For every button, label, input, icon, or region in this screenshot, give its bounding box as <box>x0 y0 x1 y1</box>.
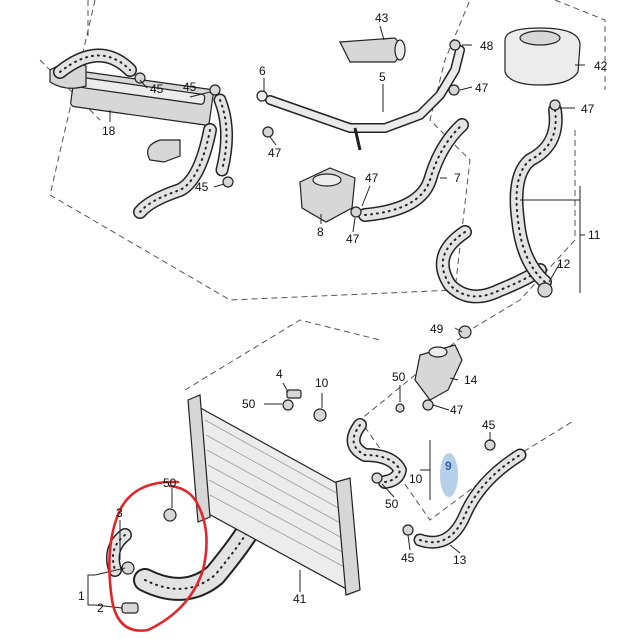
label-3: 3 <box>116 506 123 520</box>
hose-13 <box>413 448 527 549</box>
label-8: 8 <box>317 225 324 239</box>
hose-3-small <box>106 528 132 577</box>
label-11: 11 <box>588 228 601 242</box>
label-12: 12 <box>557 257 571 271</box>
hose-11 <box>509 103 563 289</box>
upper-group-frame <box>49 0 471 301</box>
coolant-pump-8 <box>299 167 356 223</box>
radiator-tank-right <box>335 477 361 596</box>
label-50-d: 50 <box>392 370 406 384</box>
hose-11-left <box>435 225 547 304</box>
clamp-2 <box>121 602 139 614</box>
label-14: 14 <box>464 373 478 387</box>
fitting-4 <box>286 389 302 399</box>
egr-cooler-outlet <box>147 139 181 163</box>
fitting-3 <box>121 561 135 575</box>
label-47-f: 47 <box>346 232 360 246</box>
hoses <box>53 48 563 601</box>
hose-18-top <box>53 48 137 79</box>
clamp-47-b <box>448 84 460 96</box>
label-45-a: 45 <box>183 80 197 94</box>
label-43: 43 <box>375 11 389 25</box>
clamp-49 <box>458 325 472 339</box>
label-50-c: 50 <box>385 497 399 511</box>
top-right-frame <box>554 0 606 90</box>
label-10-b: 10 <box>409 472 423 486</box>
clamp-47-c <box>549 99 561 111</box>
label-10-a: 10 <box>315 376 329 390</box>
label-5: 5 <box>379 70 386 84</box>
connector-43 <box>339 37 406 63</box>
expansion-tank <box>504 27 581 86</box>
hose-18-right <box>213 93 234 177</box>
part-labels: 43 48 42 47 47 5 6 45 45 47 45 18 8 47 4… <box>78 11 608 615</box>
o-ring-6 <box>256 90 268 102</box>
callout-9-badge <box>440 453 458 497</box>
coolant-flange-14 <box>414 344 463 401</box>
label-45-b: 45 <box>195 180 209 194</box>
clamp-45-b <box>222 176 234 188</box>
label-50-a: 50 <box>163 476 177 490</box>
expansion-tank-cap <box>519 30 561 46</box>
label-4: 4 <box>276 367 283 381</box>
label-1: 1 <box>78 589 85 603</box>
label-2: 2 <box>97 601 104 615</box>
label-47-d: 47 <box>365 171 379 185</box>
label-49: 49 <box>430 322 444 336</box>
hose-7 <box>358 118 469 222</box>
clamp-45-e <box>402 524 414 536</box>
lower-group-frame <box>184 319 381 391</box>
label-45-d: 45 <box>482 418 496 432</box>
label-47-e: 47 <box>450 403 464 417</box>
clamp-50-d <box>395 403 405 413</box>
egr-cooler <box>49 62 214 163</box>
clamp-47-a <box>262 126 274 138</box>
clamp-45-d <box>484 439 496 451</box>
label-48: 48 <box>480 39 494 53</box>
label-6: 6 <box>259 64 266 78</box>
hose-18-lower <box>133 123 217 219</box>
clamp-45-c <box>134 72 146 84</box>
right-group-frame <box>359 130 576 521</box>
leader-lines <box>87 25 585 609</box>
clamp-47-e <box>422 399 434 411</box>
clamp-47-d <box>350 206 362 218</box>
label-45-e: 45 <box>401 551 415 565</box>
label-41: 41 <box>293 592 307 606</box>
clamp-10 <box>313 408 327 422</box>
label-47-b: 47 <box>475 81 489 95</box>
clamp-48 <box>449 39 461 51</box>
label-47-c: 47 <box>581 102 595 116</box>
label-13: 13 <box>453 553 467 567</box>
clamp-50-a <box>163 508 177 522</box>
clamp-50-b <box>282 399 294 411</box>
radiator-tank-left <box>187 394 211 523</box>
label-7: 7 <box>454 171 461 185</box>
label-50-b: 50 <box>242 397 256 411</box>
label-42: 42 <box>594 59 608 73</box>
clamp-45-a <box>209 84 221 96</box>
highlight-circle <box>108 480 208 632</box>
hose-10 <box>346 418 407 489</box>
clamp-12 <box>537 282 553 298</box>
clamps <box>121 39 561 614</box>
label-18: 18 <box>102 124 116 138</box>
coolant-pipe-5 <box>265 45 465 151</box>
label-45-c: 45 <box>150 82 164 96</box>
label-47-a: 47 <box>268 146 282 160</box>
label-9: 9 <box>445 459 452 473</box>
clamp-50-c <box>371 472 383 484</box>
radiator <box>187 394 361 596</box>
